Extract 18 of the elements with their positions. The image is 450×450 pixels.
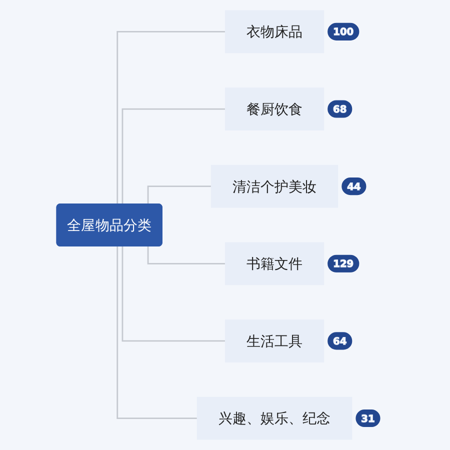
count-badge: 100 bbox=[327, 22, 359, 40]
count-badge: 64 bbox=[327, 332, 352, 350]
node-box: 清洁个护美妆 bbox=[210, 164, 338, 208]
node-box: 衣物床品 bbox=[224, 10, 324, 54]
connector bbox=[116, 31, 225, 204]
node-box: 生活工具 bbox=[224, 320, 324, 362]
node-box: 书籍文件 bbox=[224, 242, 324, 286]
connector bbox=[147, 186, 211, 204]
connector bbox=[116, 246, 197, 419]
count-badge: 44 bbox=[341, 178, 366, 196]
connector bbox=[147, 246, 225, 264]
count-badge: 31 bbox=[355, 409, 380, 428]
count-badge: 129 bbox=[327, 254, 359, 272]
node-box: 兴趣、娱乐、纪念 bbox=[196, 396, 352, 440]
node-box: 餐厨饮食 bbox=[224, 88, 324, 130]
count-badge: 68 bbox=[327, 100, 352, 118]
connector bbox=[121, 108, 225, 204]
connector bbox=[121, 246, 225, 342]
